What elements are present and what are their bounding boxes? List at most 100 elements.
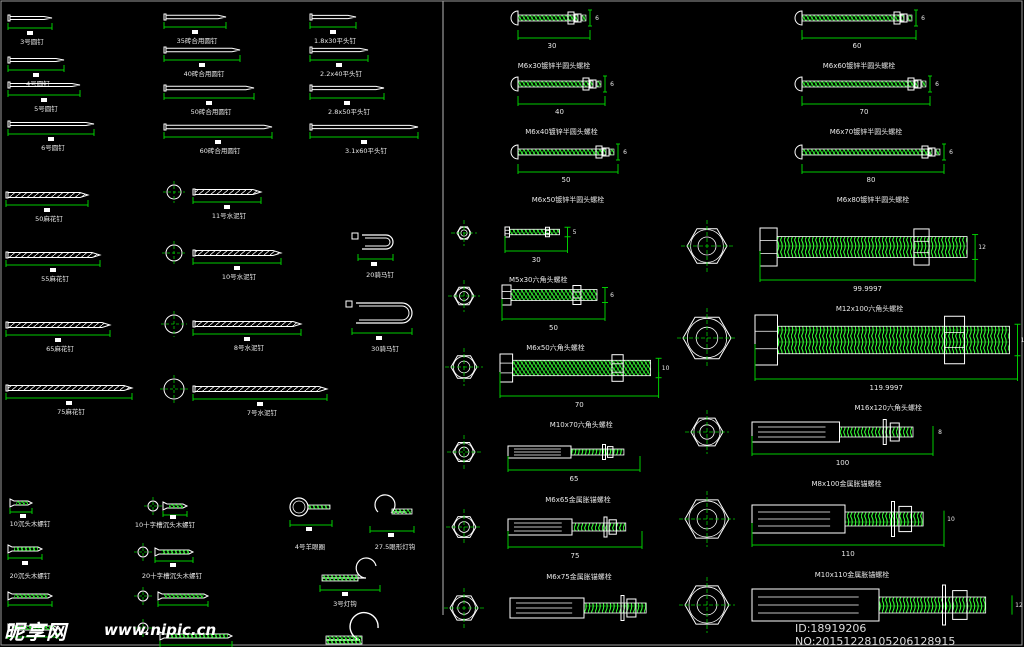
nail-label: 3.1x60平头钉 bbox=[345, 146, 387, 155]
wood-screw bbox=[9, 498, 34, 514]
twist-nail: 75麻花钉 bbox=[5, 384, 134, 416]
cross-screw bbox=[162, 501, 189, 517]
length-dim: 50 bbox=[549, 324, 558, 332]
bolt-label: M5x30六角头螺栓 bbox=[509, 275, 568, 284]
nail-label: 5号圆钉 bbox=[34, 104, 58, 113]
nail-head-cross-section bbox=[144, 497, 162, 515]
bolt-label: M6x70镀锌半圆头螺栓 bbox=[830, 127, 903, 136]
eye-hook: 27.5眼形灯钩 bbox=[369, 494, 416, 551]
dia-dim: 10 bbox=[947, 516, 955, 523]
dia-dim: 6 bbox=[935, 81, 939, 88]
nail-label: 7号水泥钉 bbox=[247, 408, 278, 417]
bolt-label: M16x120六角头螺栓 bbox=[855, 403, 922, 412]
nail-label: 50砖合用圆钉 bbox=[191, 107, 232, 116]
hex-nut bbox=[681, 220, 733, 272]
nail-label: 11号水泥钉 bbox=[212, 211, 247, 220]
cross-screw bbox=[157, 591, 210, 607]
flat-nail: 2.8x50平头钉 bbox=[309, 84, 385, 116]
dia-dim: 6 bbox=[921, 15, 925, 22]
nail-label: 2.2x40平头钉 bbox=[320, 69, 362, 78]
length-dim: 40 bbox=[555, 108, 564, 116]
nail-label: 6号圆钉 bbox=[41, 143, 65, 152]
hex-nut bbox=[447, 435, 481, 469]
round-nail: 3号圆钉 bbox=[7, 14, 53, 46]
dia-dim: 16 bbox=[1021, 337, 1024, 344]
length-dim: 70 bbox=[860, 108, 869, 116]
u-nail-label: 30骑马钉 bbox=[371, 344, 399, 353]
dia-dim: 12 bbox=[978, 244, 986, 251]
length-dim: 75 bbox=[571, 552, 580, 560]
twist-nail: 55麻花钉 bbox=[5, 251, 102, 283]
hex-nut bbox=[446, 509, 482, 545]
nail-label: 35砖合用圆钉 bbox=[177, 36, 218, 45]
bolt-label: M10x110金属胀锚螺栓 bbox=[815, 570, 889, 579]
wood-screw bbox=[7, 544, 44, 560]
hex-nut bbox=[451, 220, 477, 246]
length-dim: 70 bbox=[575, 401, 584, 409]
length-dim: 60 bbox=[853, 42, 862, 50]
length-dim: 30 bbox=[548, 42, 557, 50]
bolt-label: M6x75金属胀锚螺栓 bbox=[546, 572, 612, 581]
nail-label: 75麻花钉 bbox=[57, 407, 85, 416]
nail-label: 1.8x30平头钉 bbox=[314, 36, 356, 45]
bolt-label: M6x50镀锌半圆头螺栓 bbox=[532, 195, 605, 204]
bolt-label: M6x30镀锌半圆头螺栓 bbox=[518, 61, 591, 70]
nail-label: 60砖合用圆钉 bbox=[200, 146, 241, 155]
bolt-label: M6x80镀锌半圆头螺栓 bbox=[837, 195, 910, 204]
nail-label: 8号水泥钉 bbox=[234, 343, 265, 352]
ceiling-hook: 3号灯钩 bbox=[319, 557, 381, 608]
cement-nail: 10号水泥钉 bbox=[192, 249, 283, 281]
bolt-label: M12x100六角头螺栓 bbox=[836, 304, 903, 313]
u-nail: 20骑马钉 bbox=[351, 232, 394, 279]
bolt-label: M8x100金属胀锚螺栓 bbox=[812, 479, 882, 488]
watermark-url: www.nipic.cn bbox=[104, 621, 217, 639]
nail-label: 10号水泥钉 bbox=[222, 272, 257, 281]
hex-nut bbox=[445, 348, 483, 386]
nail-head-cross-section bbox=[162, 241, 186, 265]
flat-nail: 1.8x30平头钉 bbox=[309, 13, 357, 45]
dia-dim: 12 bbox=[1015, 602, 1023, 609]
bolt-label: M6x50六角头螺栓 bbox=[526, 343, 585, 352]
screw-label: 10十字槽沉头木螺钉 bbox=[135, 520, 196, 529]
dia-dim: 5 bbox=[573, 229, 577, 236]
cement-nail: 7号水泥钉 bbox=[192, 385, 329, 417]
dia-dim: 6 bbox=[949, 149, 953, 156]
length-dim: 110 bbox=[841, 550, 854, 558]
nail-head-cross-section bbox=[160, 375, 188, 403]
left-panel: 3号圆钉4号圆钉5号圆钉6号圆钉35砖合用圆钉40砖合用圆钉50砖合用圆钉60砖… bbox=[5, 13, 419, 647]
screw-label: 20十字槽沉头木螺钉 bbox=[142, 571, 203, 580]
hex-nut bbox=[448, 280, 480, 312]
cross-screw bbox=[154, 547, 195, 563]
u-nail-label: 20骑马钉 bbox=[366, 270, 394, 279]
round-nail: 5号圆钉 bbox=[7, 81, 81, 113]
length-dim: 30 bbox=[532, 256, 541, 264]
length-dim: 100 bbox=[836, 459, 849, 467]
bolt-label: M6x65金属胀锚螺栓 bbox=[545, 495, 611, 504]
watermark-logo: 昵享网 bbox=[4, 620, 67, 644]
eye-screw: 4号羊眼圈 bbox=[289, 497, 333, 551]
bolt-label: M10x70六角头螺栓 bbox=[550, 420, 613, 429]
dia-dim: 6 bbox=[610, 292, 614, 299]
bolt-label: M6x40镀锌半圆头螺栓 bbox=[525, 127, 598, 136]
dia-dim: 6 bbox=[595, 15, 599, 22]
nail-label: 40砖合用圆钉 bbox=[184, 69, 225, 78]
cross-screw bbox=[159, 631, 234, 647]
nail-label: 50麻花钉 bbox=[35, 214, 63, 223]
nail-head-cross-section bbox=[161, 311, 187, 337]
twist-nail: 65麻花钉 bbox=[5, 321, 112, 353]
length-dim: 119.9997 bbox=[870, 384, 903, 392]
nail-label: 2.8x50平头钉 bbox=[328, 107, 370, 116]
wood-screw bbox=[7, 623, 60, 639]
